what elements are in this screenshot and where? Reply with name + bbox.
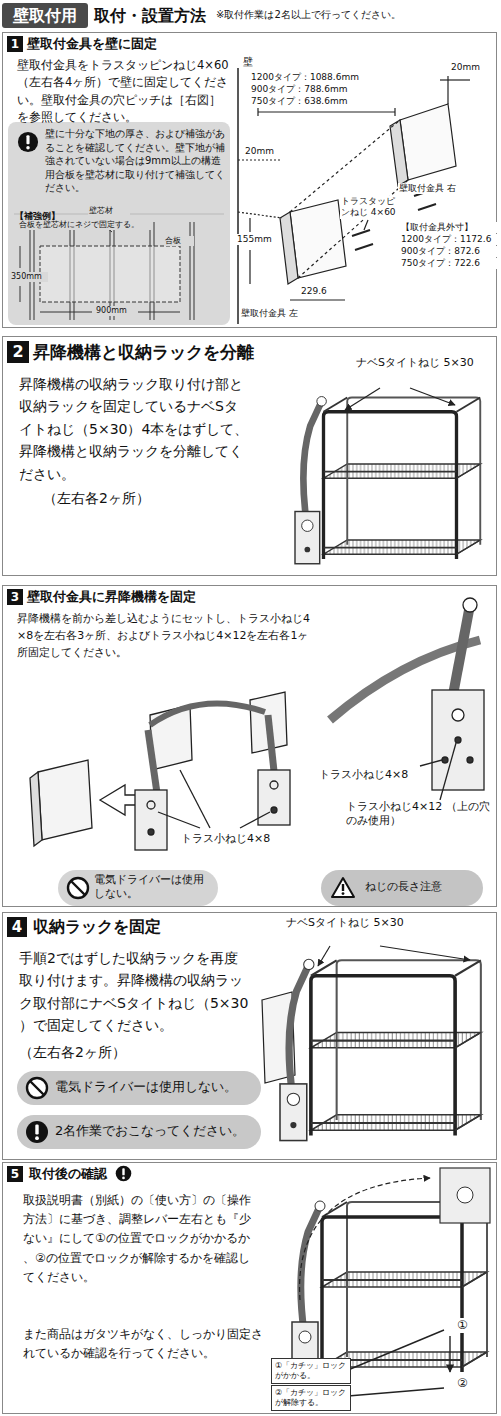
part-label: 900タイプ：788.6mm	[250, 84, 387, 95]
part-label: 壁	[242, 56, 258, 69]
part-label: トラス小ねじ4×8	[180, 832, 297, 846]
part-label: 155mm	[236, 234, 280, 245]
part-label: 壁取付金具 左	[240, 308, 332, 319]
part-label: トラス小ねじ4×12 （上の穴のみ使用）	[345, 800, 492, 828]
excl-icon	[17, 131, 39, 153]
node-text: 壁取付用	[2, 6, 88, 27]
node-text: 手順2ではずした収納ラックを再度取り付けます。昇降機構の収納ラック取付部にナベS…	[19, 947, 251, 1037]
node-box: 2名作業でおこなってください。	[17, 1115, 261, 1149]
ban-icon	[66, 876, 90, 900]
part-label: 合板を壁芯材にネジで固定する。	[18, 220, 152, 230]
title-box: 壁取付用	[2, 3, 88, 28]
node-text: 5	[7, 1166, 23, 1182]
node-box: ねじの長さ注意	[321, 870, 483, 906]
node-text: 壁取付金具を壁に固定	[27, 36, 327, 53]
part-label: ナベSタイトねじ 5×30	[285, 916, 432, 930]
part-label: 20mm	[450, 62, 492, 73]
node-box: ②「カチッ」ロックが解除する。	[271, 1385, 351, 1411]
part-label: 350mm	[10, 272, 48, 282]
node-text: ねじの長さ注意	[365, 880, 477, 894]
node-text: ②「カチッ」ロックが解除する。	[275, 1388, 347, 1408]
node-text: 壁取付金具をトラスタッピンねじ4×60（左右各4ヶ所）で壁に固定してください。壁…	[17, 57, 231, 126]
part-label: 229.6	[300, 286, 342, 297]
part-label: トラス小ねじ4×8	[318, 768, 420, 782]
part-label: 900mm	[95, 306, 137, 316]
node-text: （左右各2ヶ所）	[43, 489, 193, 507]
node-box: 3	[7, 589, 23, 605]
part-label: 1200タイプ：1088.6mm	[250, 72, 387, 83]
excl-icon	[115, 1165, 132, 1182]
node-box: 電気ドライバーは使用しない。	[17, 1071, 261, 1105]
excl-icon	[25, 1120, 49, 1144]
bracket-diagram	[238, 68, 470, 324]
part-label: 900タイプ：872.6	[400, 246, 497, 257]
node-box: 1	[7, 36, 23, 52]
ban-icon	[25, 1076, 49, 1100]
node-box: ①「カチッ」ロックがかかる。	[271, 1358, 351, 1384]
node-box: 2	[7, 341, 29, 363]
node-text: 電気ドライバーは使用しない。	[94, 873, 212, 902]
part-label: 750タイプ：722.6	[400, 258, 497, 269]
part-label: ※取付作業は2名以上で行ってください。	[215, 9, 501, 22]
node-text: 壁に十分な下地の厚さ、および補強があることを確認してください。壁下地が補強されて…	[45, 127, 227, 195]
node-text: 取付後の確認	[29, 1166, 113, 1183]
part-label: ナベSタイトねじ 5×30	[355, 356, 492, 370]
node-text: 1	[7, 36, 23, 52]
part-label: 壁芯材	[88, 206, 130, 216]
reinforcement-sketch	[20, 222, 194, 320]
part-label: トラスタッピンねじ 4×60	[340, 196, 400, 219]
node-box: 4	[7, 917, 27, 937]
node-box: 5	[7, 1166, 23, 1182]
step4-figure	[262, 946, 481, 1141]
step-panel: 収納ラックを固定手順2ではずした収納ラックを再度取り付けます。昇降機構の収納ラッ…	[2, 912, 497, 1160]
part-label: ②	[456, 1376, 474, 1391]
node-text: 電気ドライバーは使用しない。	[55, 1079, 255, 1096]
part-label: 合板	[164, 236, 194, 246]
node-text: 昇降機構の収納ラック取り付け部と収納ラックを固定しているナベSタイトねじ（5×3…	[19, 373, 251, 485]
panel-grounds	[8, 122, 230, 325]
node-text: また商品はガタツキがなく、しっかり固定されているか確認を行ってください。	[23, 1325, 263, 1363]
node-text: 昇降機構と収納ラックを分離	[33, 341, 363, 363]
part-label: 壁取付金具 右	[398, 183, 480, 194]
node-text: 2名作業でおこなってください。	[55, 1123, 255, 1140]
node-text: 取扱説明書（別紙）の〔使い方〕の〔操作方法〕に基づき、調整レバー左右とも『少ない…	[23, 1191, 255, 1287]
part-label: 1200タイプ：1172.6	[400, 234, 497, 245]
node-box: 電気ドライバーは使用しない。	[58, 870, 218, 906]
step2-figure	[295, 388, 480, 564]
step-panel: 壁取付金具に昇降機構を固定昇降機構を前から差し込むようにセットし、トラス小ねじ4…	[2, 585, 497, 907]
node-text: 3	[7, 589, 23, 605]
part-label: 【取付金具外寸】	[400, 222, 497, 233]
node-text: 壁取付金具に昇降機構を固定	[27, 589, 347, 606]
step-panel: 取付後の確認取扱説明書（別紙）の〔使い方〕の〔操作方法〕に基づき、調整レバー左右…	[2, 1162, 497, 1414]
node-text: 2	[7, 342, 29, 363]
page-title: 取付・設置方法	[94, 6, 214, 27]
node-text: 4	[7, 918, 27, 938]
step-panel: 昇降機構と収納ラックを分離昇降機構の収納ラック取り付け部と収納ラックを固定してい…	[2, 336, 497, 576]
part-label: 750タイプ：638.6mm	[250, 96, 387, 107]
node-text: ①「カチッ」ロックがかかる。	[275, 1361, 347, 1381]
part-label: 20mm	[244, 146, 286, 157]
warn-icon	[331, 876, 355, 900]
node-text: 昇降機構を前から差し込むようにセットし、トラス小ねじ4×8を左右各3ヶ所、および…	[17, 610, 317, 661]
part-label: ①	[456, 1318, 474, 1333]
node-text: （左右各2ヶ所）	[19, 1043, 169, 1061]
step3-figure	[30, 692, 290, 850]
